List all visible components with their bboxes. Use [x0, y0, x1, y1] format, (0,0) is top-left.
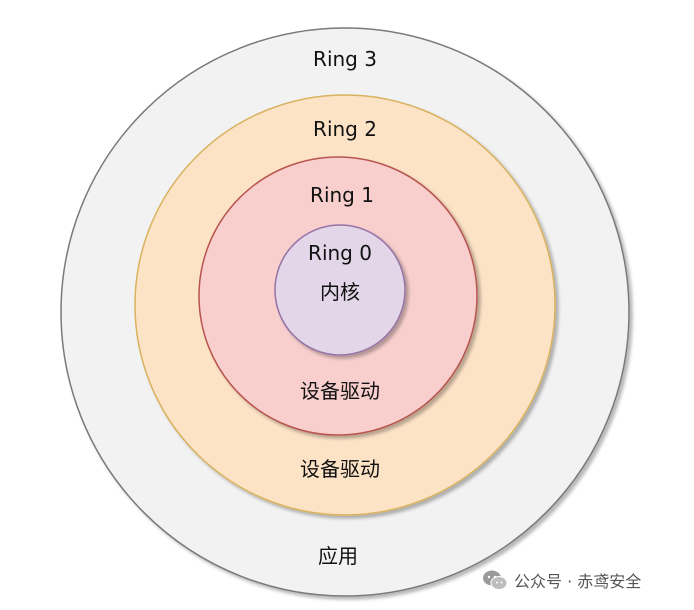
ring1-title: Ring 1	[310, 183, 374, 207]
ring0-circle	[274, 224, 406, 356]
ring2-content: 设备驱动	[300, 457, 380, 481]
ring3-content: 应用	[318, 544, 358, 568]
watermark-text: 公众号 · 赤鸢安全	[514, 572, 642, 591]
ring2-title: Ring 2	[313, 117, 377, 141]
ring3-title: Ring 3	[313, 47, 377, 71]
wechat-icon	[483, 570, 508, 590]
ring0-content: 内核	[320, 280, 360, 304]
watermark: 公众号 · 赤鸢安全	[482, 566, 641, 594]
ring1-content: 设备驱动	[300, 379, 380, 403]
ring0-title: Ring 0	[308, 241, 372, 265]
